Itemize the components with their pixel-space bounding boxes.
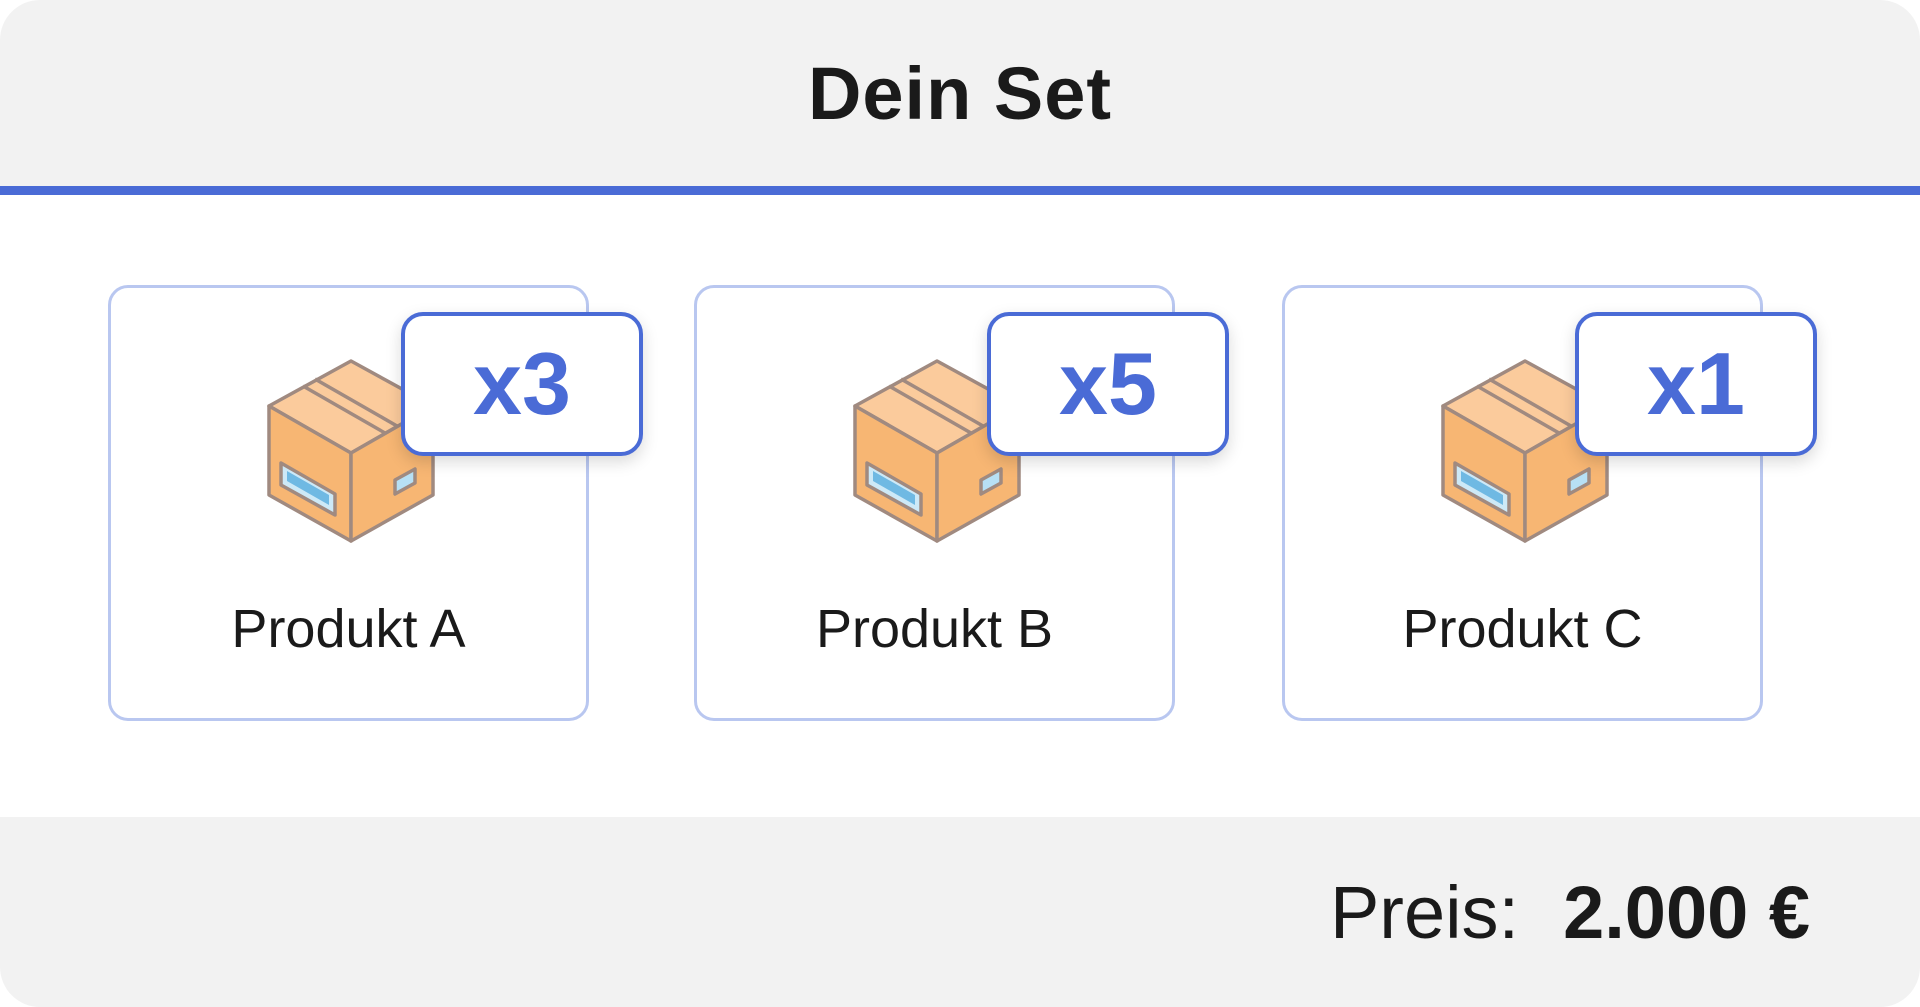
price-value: 2.000 € <box>1563 870 1810 954</box>
price-display: Preis: 2.000 € <box>1330 817 1810 1007</box>
page-title: Dein Set <box>807 51 1113 135</box>
product-card-a: x3 Produkt A <box>108 285 643 721</box>
quantity-badge: x1 <box>1575 312 1817 456</box>
footer: Preis: 2.000 € <box>0 817 1920 1007</box>
product-name: Produkt A <box>231 599 466 659</box>
quantity-badge: x5 <box>987 312 1229 456</box>
quantity-badge: x3 <box>401 312 643 456</box>
header-divider <box>0 186 1920 195</box>
product-name: Produkt B <box>815 599 1054 659</box>
product-name: Produkt C <box>1402 599 1643 659</box>
product-card-c: x1 Produkt C <box>1282 285 1817 721</box>
price-label: Preis: <box>1329 870 1520 954</box>
product-card-b: x5 Produkt B <box>694 285 1229 721</box>
header: Dein Set <box>0 0 1920 186</box>
